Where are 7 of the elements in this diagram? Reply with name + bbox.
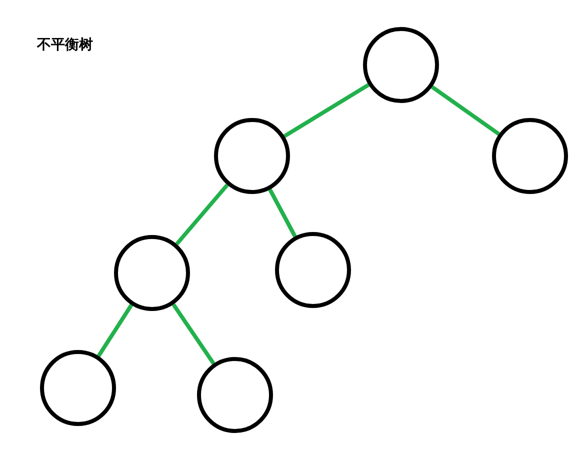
tree-edge (268, 188, 297, 238)
tree-edge (283, 83, 370, 138)
tree-edge (430, 85, 500, 136)
title: 不平衡树 (37, 36, 93, 54)
tree-edge (175, 184, 229, 246)
tree-edge (172, 303, 216, 365)
tree-edge (96, 304, 134, 358)
